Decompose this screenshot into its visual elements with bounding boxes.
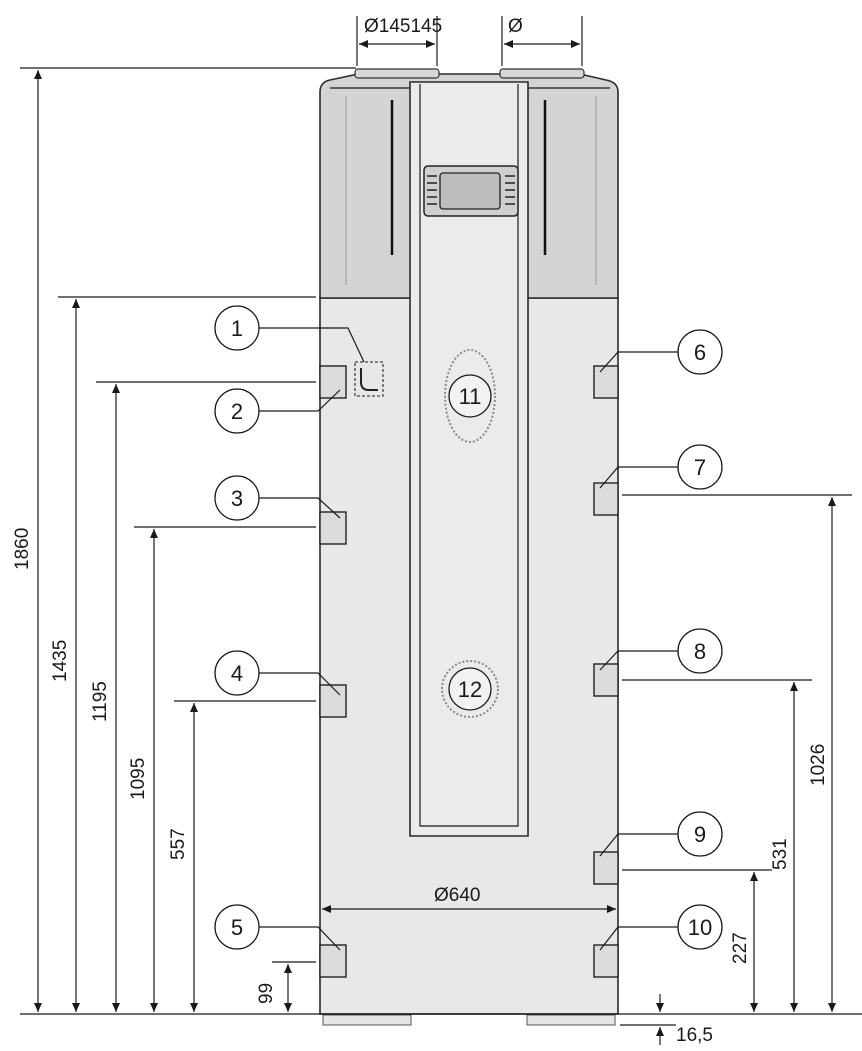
dotted-zone-11 (444, 349, 496, 443)
callout-label: 8 (694, 639, 706, 664)
callout-label: 2 (231, 399, 243, 424)
dotted-zone-12 (441, 660, 499, 718)
callout-10: 10 (677, 904, 723, 950)
control-panel (423, 165, 519, 217)
callout-label: 7 (694, 455, 706, 480)
dim-body-diameter: Ø640 (434, 885, 480, 906)
callout-label: 12 (458, 677, 482, 702)
dim-top-left-diameter: Ø145145 (364, 16, 442, 37)
connection-stub-5 (319, 944, 347, 978)
connection-stub-3 (319, 511, 347, 545)
dim-531: 531 (770, 838, 791, 870)
foot-left (322, 1014, 412, 1026)
callout-label: 10 (688, 915, 712, 940)
callout-7: 7 (677, 444, 723, 490)
connection-stub-2 (319, 365, 347, 399)
callout-4: 4 (214, 650, 260, 696)
callout-8: 8 (677, 628, 723, 674)
callout-6: 6 (677, 329, 723, 375)
dim-top-right-diameter: Ø (508, 16, 523, 37)
dim-557: 557 (168, 828, 189, 860)
unit-body (319, 68, 619, 1026)
duct-collar-right (499, 68, 585, 79)
duct-collar-left (354, 68, 440, 79)
callout-2: 2 (214, 388, 260, 434)
dim-1435: 1435 (50, 640, 71, 682)
callout-label: 5 (231, 915, 243, 940)
right-height-dims: 1026 531 227 16,5 (620, 494, 852, 1046)
foot-right (526, 1014, 616, 1026)
dim-99: 99 (256, 983, 277, 1004)
callout-5: 5 (214, 904, 260, 950)
dim-1095: 1095 (128, 758, 149, 800)
front-panel (409, 81, 529, 837)
dim-1026: 1026 (808, 744, 829, 786)
connection-stub-7 (593, 482, 619, 516)
connection-stub-6 (593, 365, 619, 399)
connection-stub-10 (593, 944, 619, 978)
duct-diameter-dims: Ø145145 Ø (356, 16, 583, 66)
callout-11: 11 (448, 374, 492, 418)
connection-stub-4 (319, 684, 347, 718)
callout-label: 4 (231, 661, 243, 686)
dim-227: 227 (730, 932, 751, 964)
callout-leaders (259, 327, 679, 951)
connection-stub-9 (593, 851, 619, 885)
callout-label: 9 (694, 822, 706, 847)
callout-3: 3 (214, 475, 260, 521)
condensate-outlet (354, 361, 384, 397)
callout-label: 11 (459, 384, 482, 409)
display-screen (439, 172, 501, 210)
dim-1195: 1195 (90, 681, 111, 722)
callout-label: 3 (231, 486, 243, 511)
body-diameter-dim: Ø640 (322, 885, 616, 913)
dim-total-height: 1860 (12, 528, 33, 570)
connection-stub-8 (593, 663, 619, 697)
callout-1: 1 (214, 305, 260, 351)
callout-12: 12 (448, 667, 492, 711)
dim-foot-height: 16,5 (676, 1025, 713, 1046)
left-height-dims: 1860 1435 1195 1095 557 99 (12, 67, 356, 1012)
callout-label: 1 (231, 316, 243, 341)
callout-9: 9 (677, 811, 723, 857)
callout-label: 6 (694, 340, 706, 365)
